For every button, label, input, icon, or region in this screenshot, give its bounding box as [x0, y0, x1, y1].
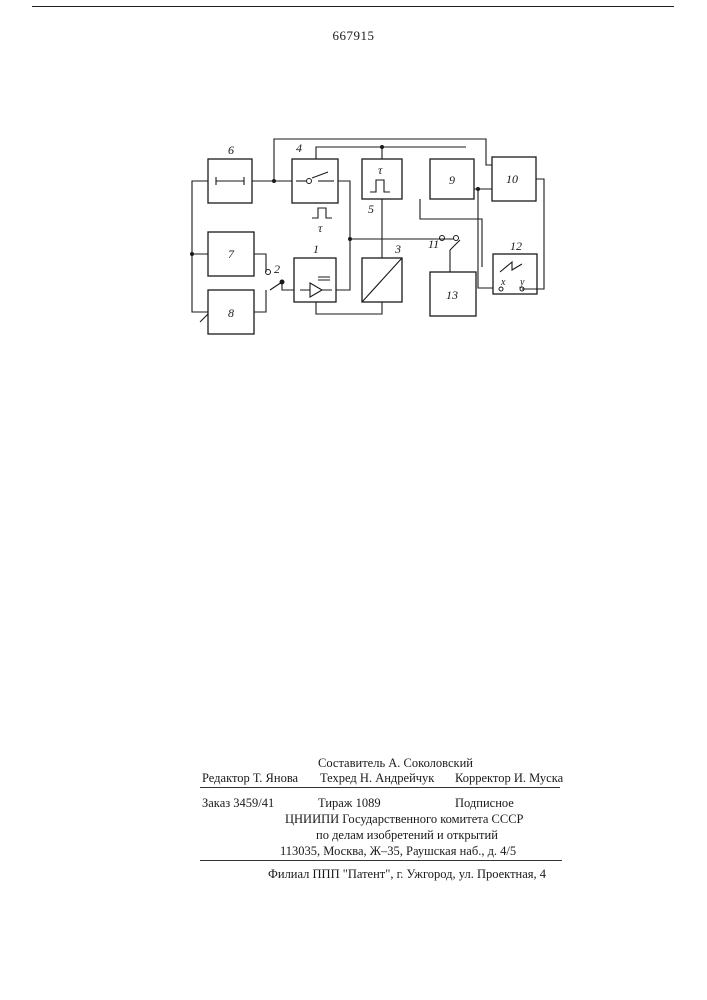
rule-2 — [200, 860, 562, 861]
rule-1 — [200, 787, 560, 788]
org-line1: ЦНИИПИ Государственного комитета СССР — [285, 812, 524, 827]
circulation: Тираж 1089 — [318, 796, 381, 811]
org-line2: по делам изобретений и открытий — [316, 828, 498, 843]
techred: Техред Н. Андрейчук — [320, 771, 434, 786]
subscription: Подписное — [455, 796, 514, 811]
address: 113035, Москва, Ж–35, Раушская наб., д. … — [280, 844, 516, 859]
corrector: Корректор И. Муска — [455, 771, 563, 786]
editor: Редактор Т. Янова — [202, 771, 298, 786]
compiler: Составитель А. Соколовский — [318, 756, 473, 771]
branch: Филиал ППП "Патент", г. Ужгород, ул. Про… — [268, 867, 546, 882]
order: Заказ 3459/41 — [202, 796, 274, 811]
